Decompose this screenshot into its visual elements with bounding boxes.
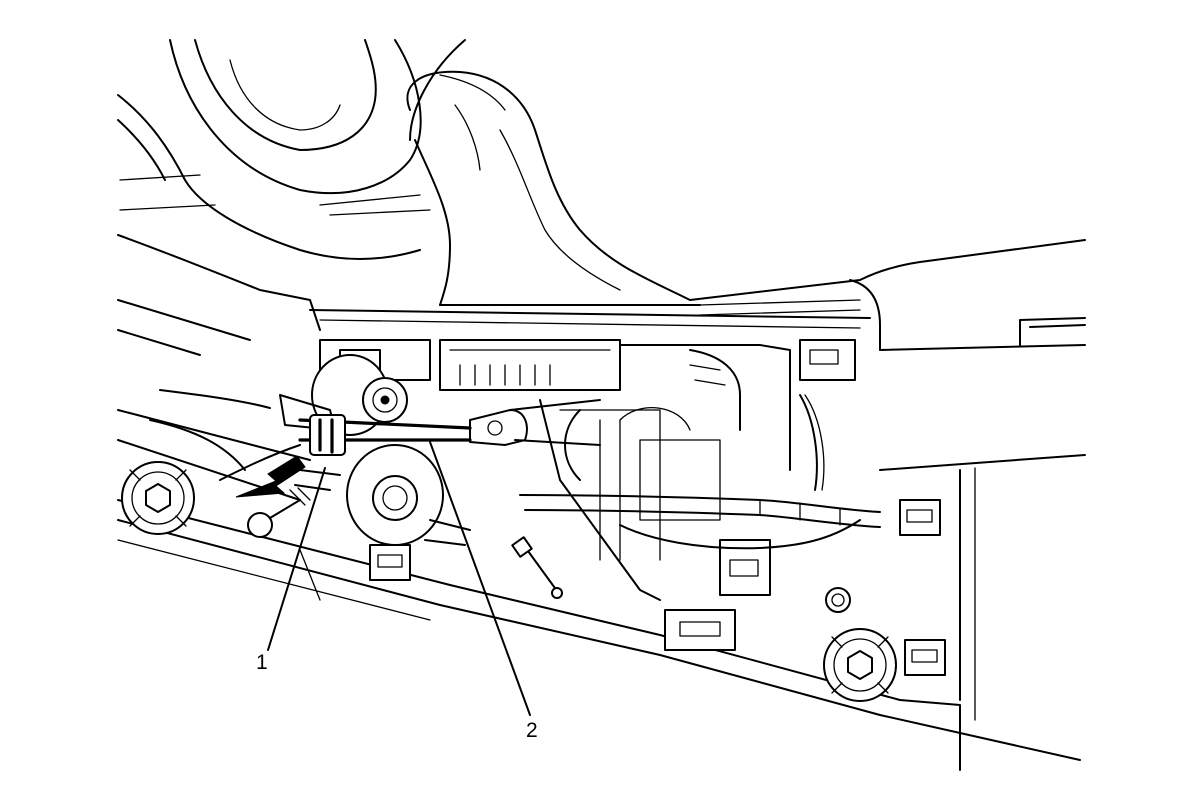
arrow-left-down-icon xyxy=(235,455,306,498)
shifter-bracket xyxy=(319,339,946,676)
wire-tie xyxy=(511,536,563,599)
leader-line-2 xyxy=(429,441,531,716)
callout-2: 2 xyxy=(526,719,538,742)
leader-lines xyxy=(267,441,531,716)
mount-boss-right xyxy=(823,628,897,702)
shifter-boot xyxy=(319,70,701,306)
wire-harness xyxy=(519,394,881,550)
lower-trim xyxy=(117,234,1086,771)
mount-boss-left xyxy=(121,461,195,535)
retainer-clip xyxy=(247,487,311,538)
cable-end-connector xyxy=(294,414,346,491)
lower-isolator xyxy=(346,444,471,546)
callout-1: 1 xyxy=(256,651,268,674)
leader-line-1 xyxy=(267,467,326,651)
steering-wheel xyxy=(117,39,466,260)
console-top xyxy=(309,239,1086,351)
